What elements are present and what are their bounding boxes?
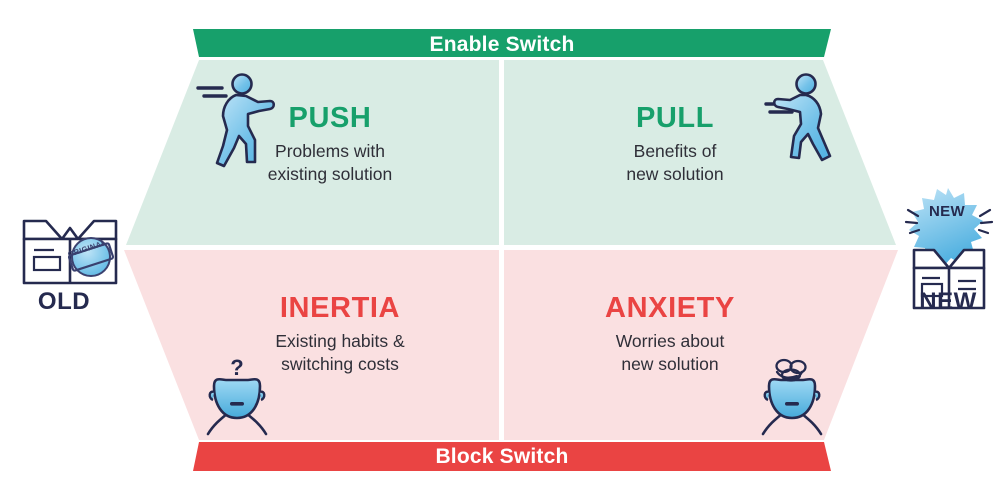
quadrant-anxiety: ANXIETY Worries about new solution — [545, 294, 795, 377]
new-side-label: NEW — [919, 288, 977, 315]
quadrant-push: PUSH Problems with existing solution — [200, 104, 460, 187]
person-pulling-icon — [764, 73, 832, 162]
block-switch-band — [193, 442, 831, 471]
quadrant-pull-title: PULL — [635, 102, 715, 134]
enable-switch-band — [193, 29, 831, 57]
quadrant-push-shape — [126, 60, 499, 245]
old-side-label: OLD — [37, 288, 91, 315]
new-burst-badge-text: NEW — [929, 203, 965, 220]
open-box-original-icon — [22, 219, 118, 285]
head-question-mark-icon: ? — [206, 355, 268, 436]
head-tangled-thoughts-icon — [761, 358, 823, 436]
quadrant-anxiety-description: Worries about new solution — [615, 331, 725, 375]
svg-text:?: ? — [230, 355, 243, 380]
block-switch-label: Block Switch — [435, 445, 569, 468]
quadrant-inertia: INERTIA Existing habits & switching cost… — [215, 294, 465, 377]
enable-switch-label: Enable Switch — [429, 33, 575, 56]
quadrant-pull: PULL Benefits of new solution — [545, 104, 805, 187]
open-box-new-burst-icon — [904, 188, 994, 310]
quadrant-inertia-description: Existing habits & switching costs — [275, 331, 405, 375]
quadrant-inertia-title: INERTIA — [279, 292, 401, 324]
quadrant-anxiety-title: ANXIETY — [605, 292, 735, 324]
quadrant-push-title: PUSH — [288, 102, 372, 134]
quadrant-push-description: Problems with existing solution — [267, 141, 393, 185]
person-pushing-icon — [196, 73, 276, 168]
quadrant-pull-description: Benefits of new solution — [626, 141, 724, 185]
